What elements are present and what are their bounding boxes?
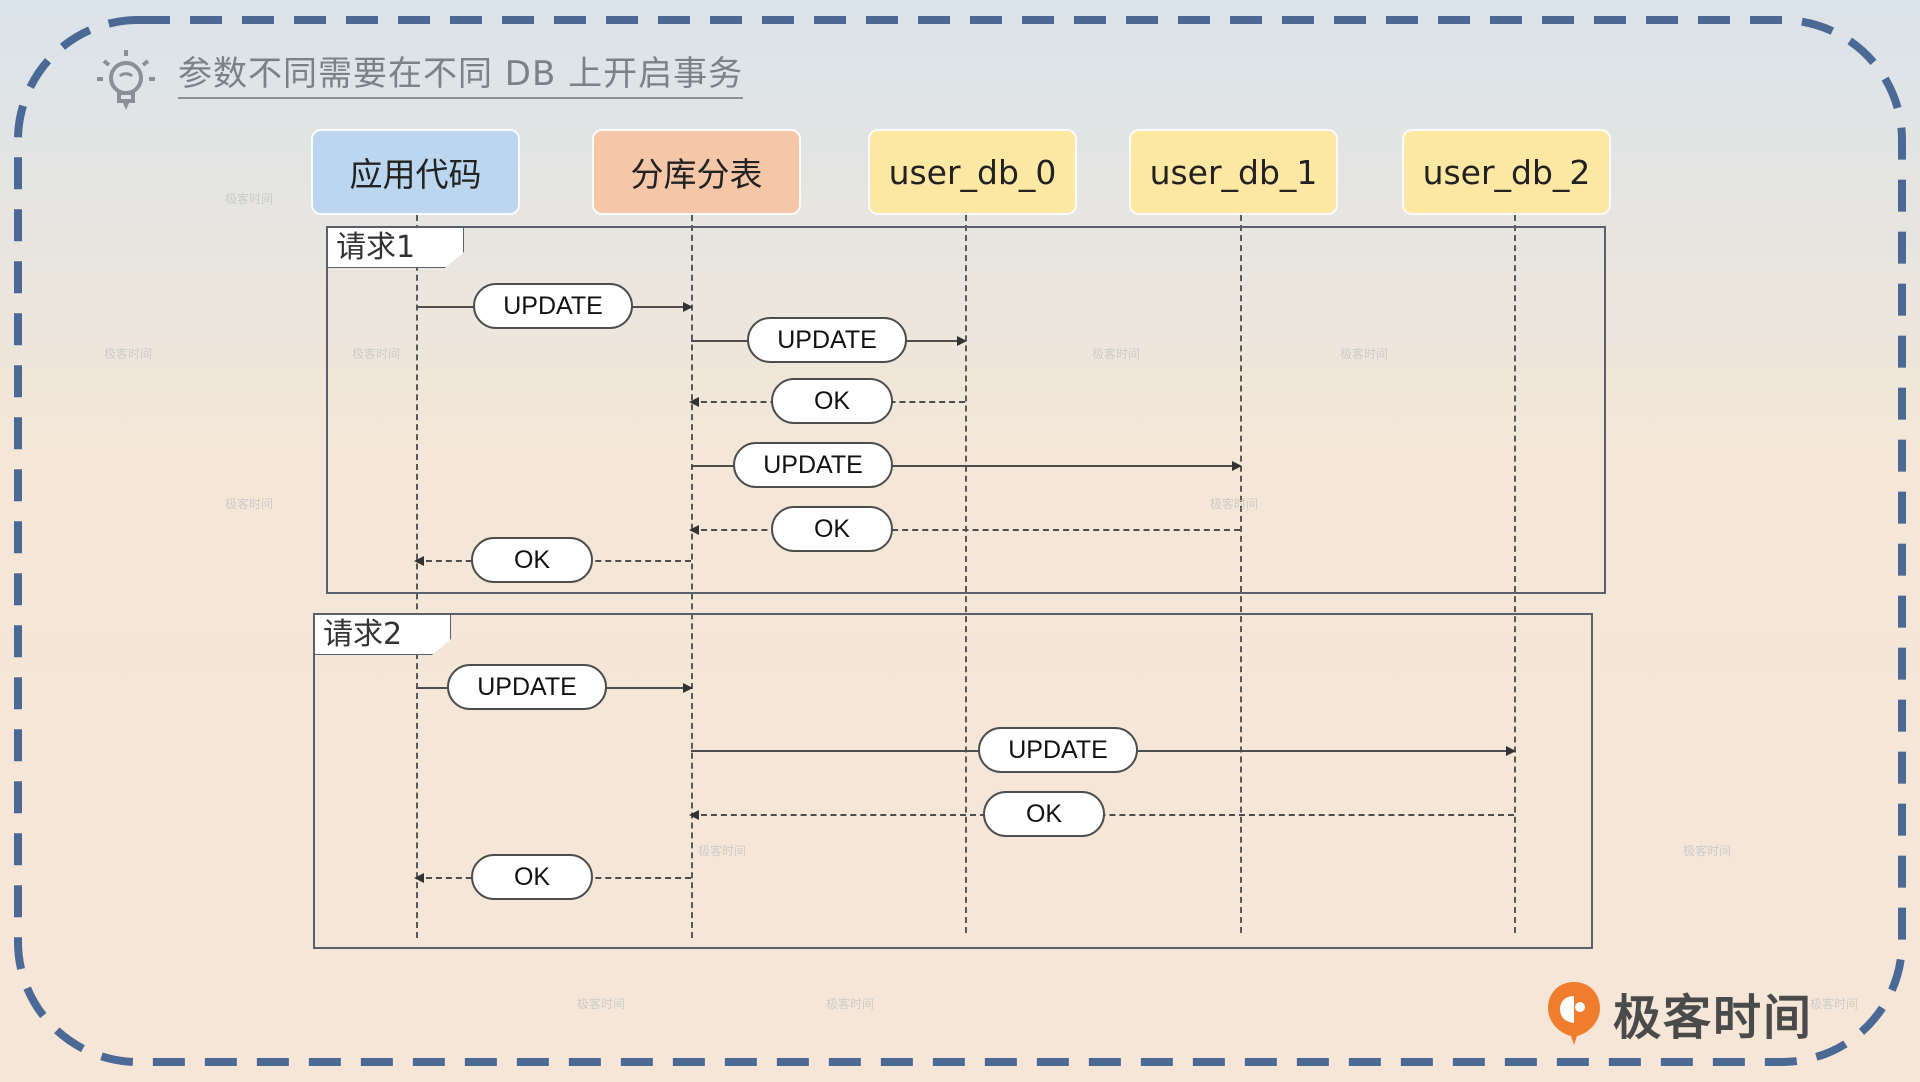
arrowhead-icon xyxy=(1232,461,1242,471)
arrowhead-icon xyxy=(683,683,693,693)
arrowhead-icon xyxy=(414,873,424,883)
message-label-1-6: OK xyxy=(471,537,593,583)
frame-label-2: 请求2 xyxy=(315,615,451,655)
participant-header-4: user_db_2 xyxy=(1404,131,1609,213)
interaction-frame-1: 请求1 xyxy=(326,226,1606,594)
brand-logo: 极客时间 xyxy=(1543,978,1813,1048)
watermark: 极客时间 xyxy=(698,844,747,858)
participant-header-3: user_db_1 xyxy=(1131,131,1336,213)
watermark: 极客时间 xyxy=(1683,844,1732,858)
lifeline-2 xyxy=(965,215,967,933)
arrowhead-icon xyxy=(957,336,967,346)
watermark: 极客时间 xyxy=(1810,997,1859,1011)
watermark: 极客时间 xyxy=(225,497,274,511)
watermark: 极客时间 xyxy=(104,347,153,361)
watermark: 极客时间 xyxy=(1092,347,1141,361)
frame-label-1: 请求1 xyxy=(328,228,464,268)
arrowhead-icon xyxy=(689,810,699,820)
interaction-frame-2: 请求2 xyxy=(313,613,1593,949)
watermark: 极客时间 xyxy=(826,997,875,1011)
lifeline-3 xyxy=(1240,215,1242,933)
watermark: 极客时间 xyxy=(352,347,401,361)
message-label-1-2: UPDATE xyxy=(747,317,907,363)
watermark: 极客时间 xyxy=(1340,347,1389,361)
participant-label-4: user_db_2 xyxy=(1422,152,1591,192)
message-label-1-1: UPDATE xyxy=(473,283,633,329)
participant-label-0: 应用代码 xyxy=(349,155,482,194)
message-label-1-4: UPDATE xyxy=(733,442,893,488)
participant-label-3: user_db_1 xyxy=(1149,152,1318,192)
message-arrow-1-5 xyxy=(689,525,1240,535)
message-label-2-3: OK xyxy=(983,791,1105,837)
geektime-logo-icon xyxy=(1548,982,1600,1045)
participant-label-2: user_db_0 xyxy=(888,152,1057,192)
message-label-1-5: OK xyxy=(771,506,893,552)
watermark: 极客时间 xyxy=(577,997,626,1011)
message-arrow-1-4 xyxy=(691,461,1242,471)
arrowhead-icon xyxy=(414,556,424,566)
message-label-2-2: UPDATE xyxy=(978,727,1138,773)
participant-header-2: user_db_0 xyxy=(870,131,1075,213)
participant-label-1: 分库分表 xyxy=(630,155,763,194)
lifeline-1 xyxy=(691,215,693,938)
watermark: 极客时间 xyxy=(1210,497,1259,511)
arrowhead-icon xyxy=(1506,746,1516,756)
message-label-1-3: OK xyxy=(771,378,893,424)
watermark: 极客时间 xyxy=(225,192,274,206)
arrowhead-icon xyxy=(683,302,693,312)
lifeline-4 xyxy=(1514,215,1516,933)
lightbulb-icon xyxy=(97,50,155,110)
page-title: 参数不同需要在不同 DB 上开启事务 xyxy=(178,54,744,99)
brand-logo-text: 极客时间 xyxy=(1613,990,1814,1046)
message-label-2-4: OK xyxy=(471,854,593,900)
participant-header-1: 分库分表 xyxy=(594,131,799,213)
lifeline-0 xyxy=(416,215,418,938)
arrowhead-icon xyxy=(689,525,699,535)
message-label-2-1: UPDATE xyxy=(447,664,607,710)
arrowhead-icon xyxy=(689,397,699,407)
participant-header-0: 应用代码 xyxy=(313,131,518,213)
